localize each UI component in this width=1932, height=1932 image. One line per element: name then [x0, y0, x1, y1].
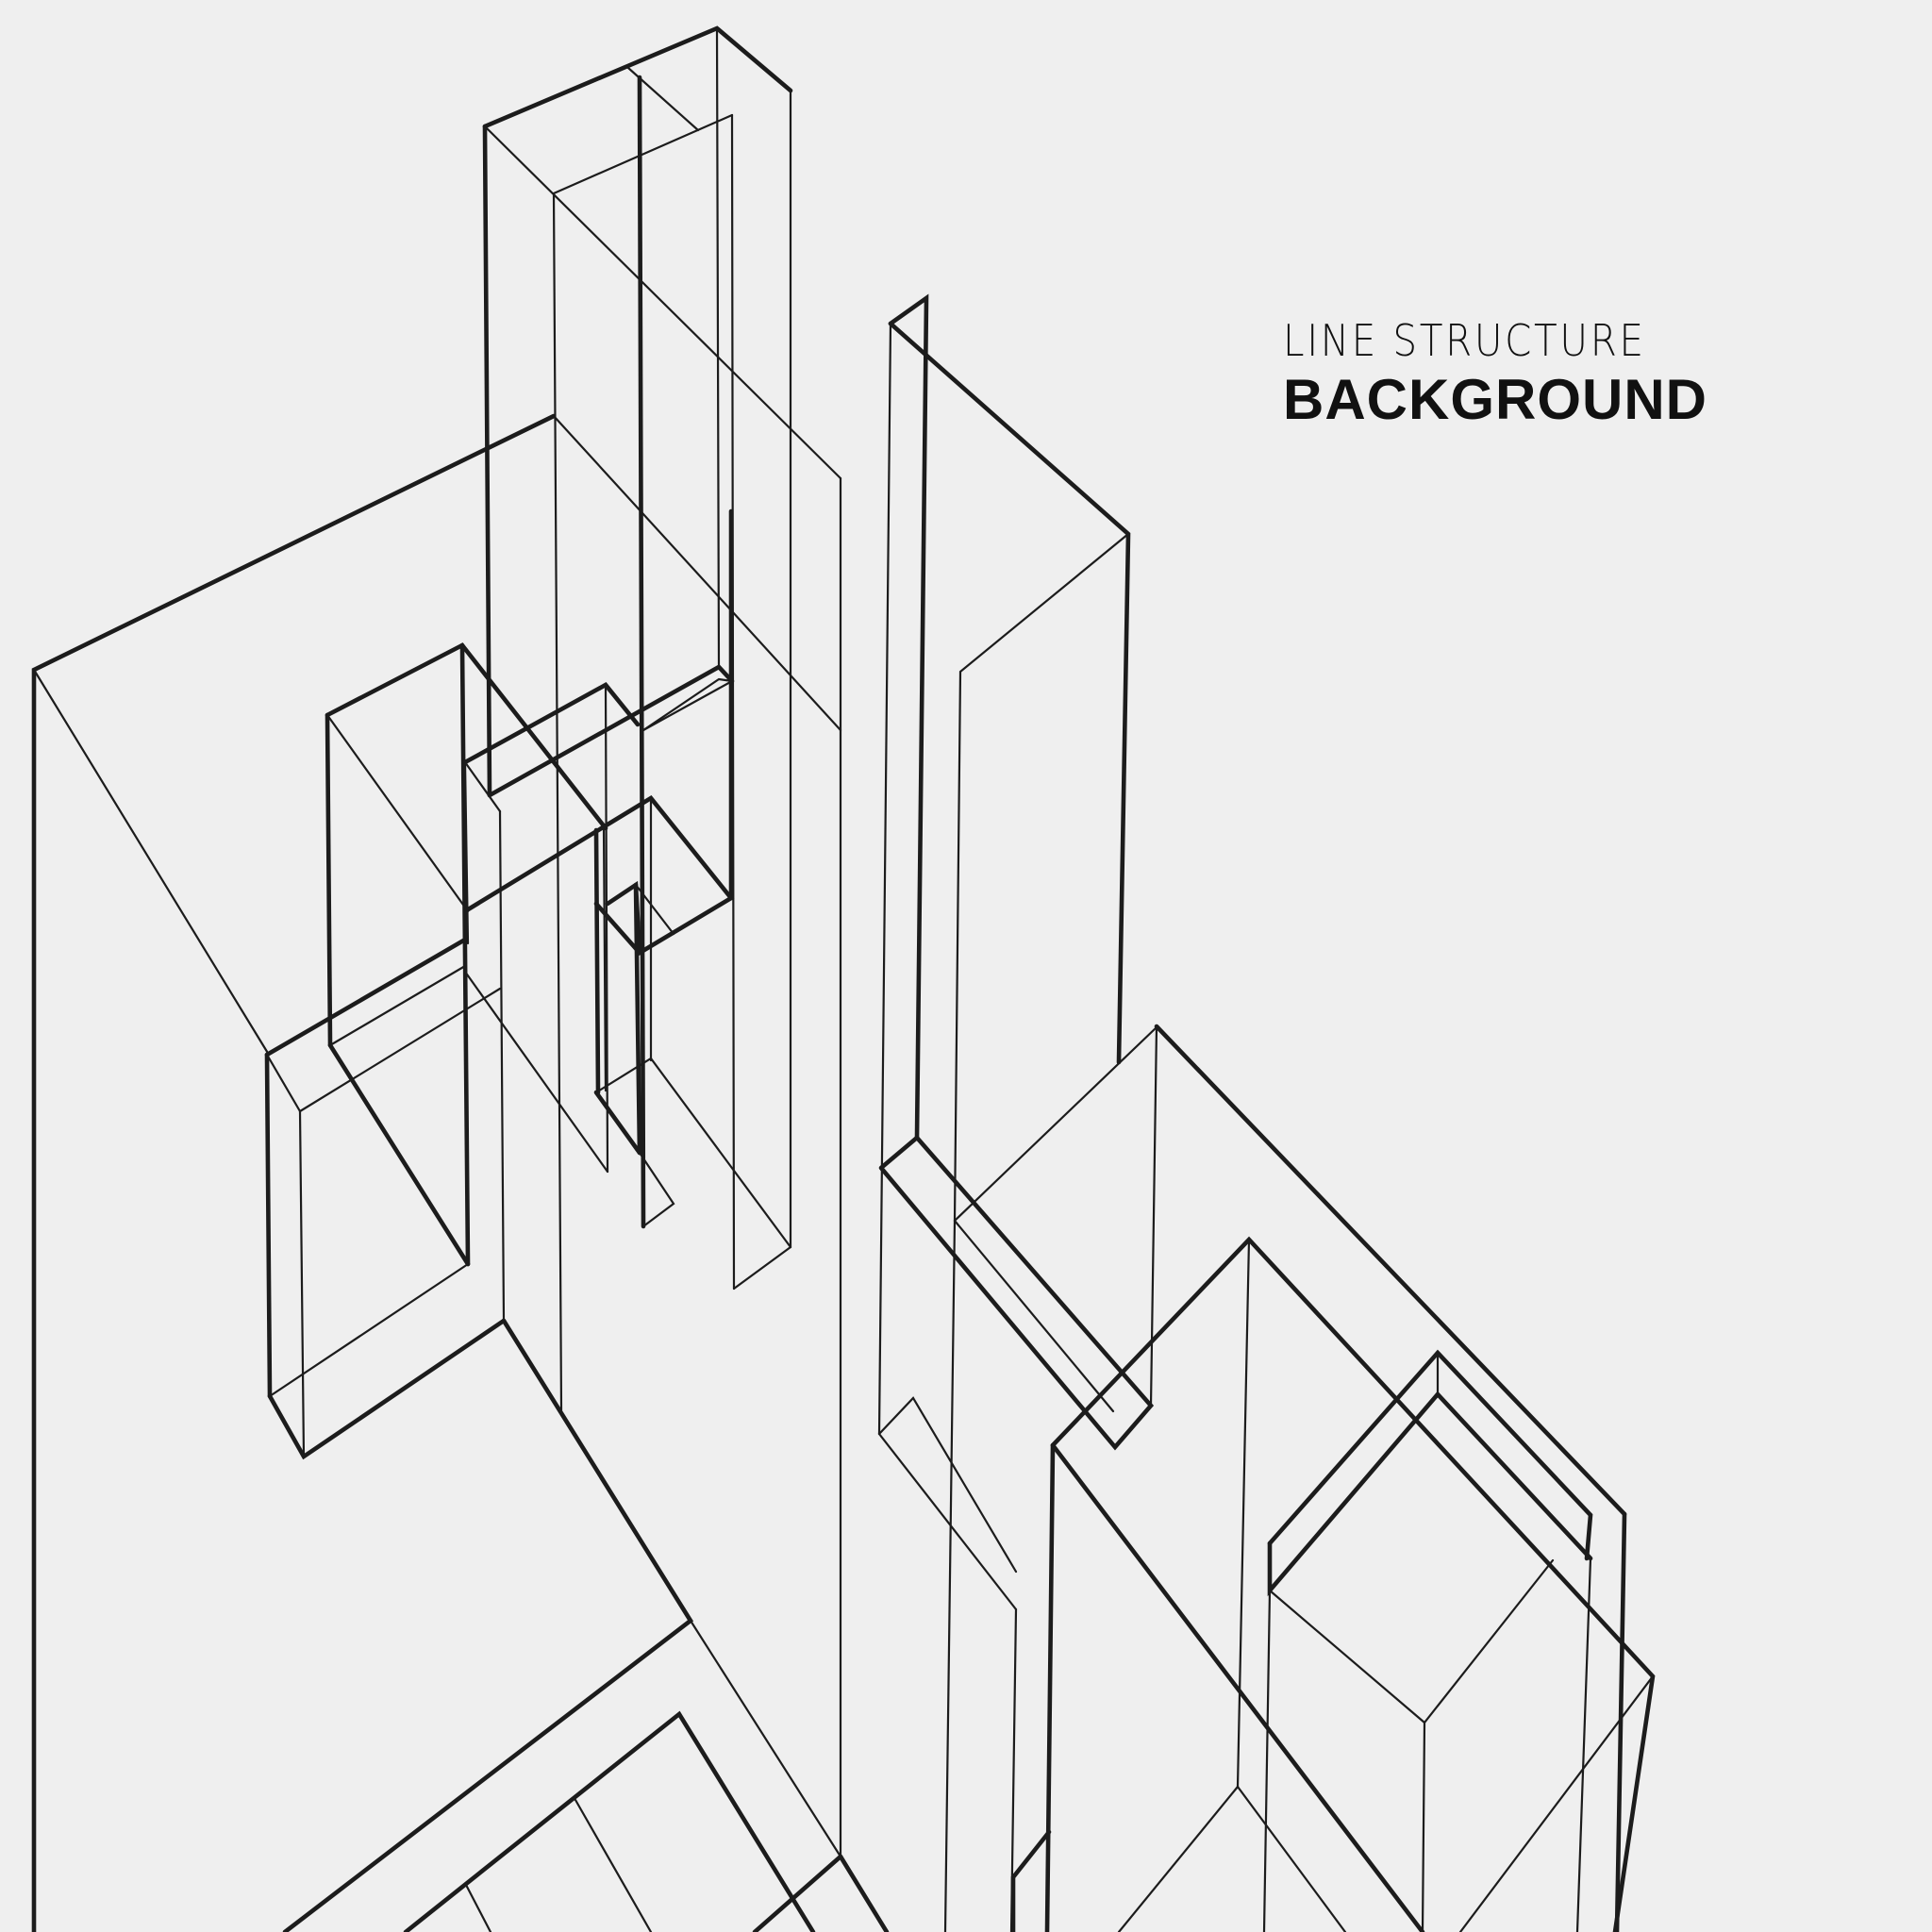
inner-box-cluster	[462, 508, 792, 1323]
right-slab	[878, 1024, 1627, 1517]
title-background: BACKGROUND	[1283, 368, 1707, 431]
title-block: LINE STRUCTURE BACKGROUND	[1283, 319, 1811, 428]
medium-left-box	[325, 642, 608, 1267]
bottom-right-tower	[1010, 1236, 1656, 1932]
tall-central-tower	[482, 25, 842, 1412]
title-line-structure: LINE STRUCTURE	[1283, 315, 1646, 366]
left-large-block	[31, 413, 842, 1932]
small-floating-box	[264, 937, 507, 1460]
tall-right-tower	[877, 293, 1131, 1932]
inner-right-box	[1262, 1349, 1593, 1932]
bottom-left-blocks	[282, 1318, 890, 1932]
